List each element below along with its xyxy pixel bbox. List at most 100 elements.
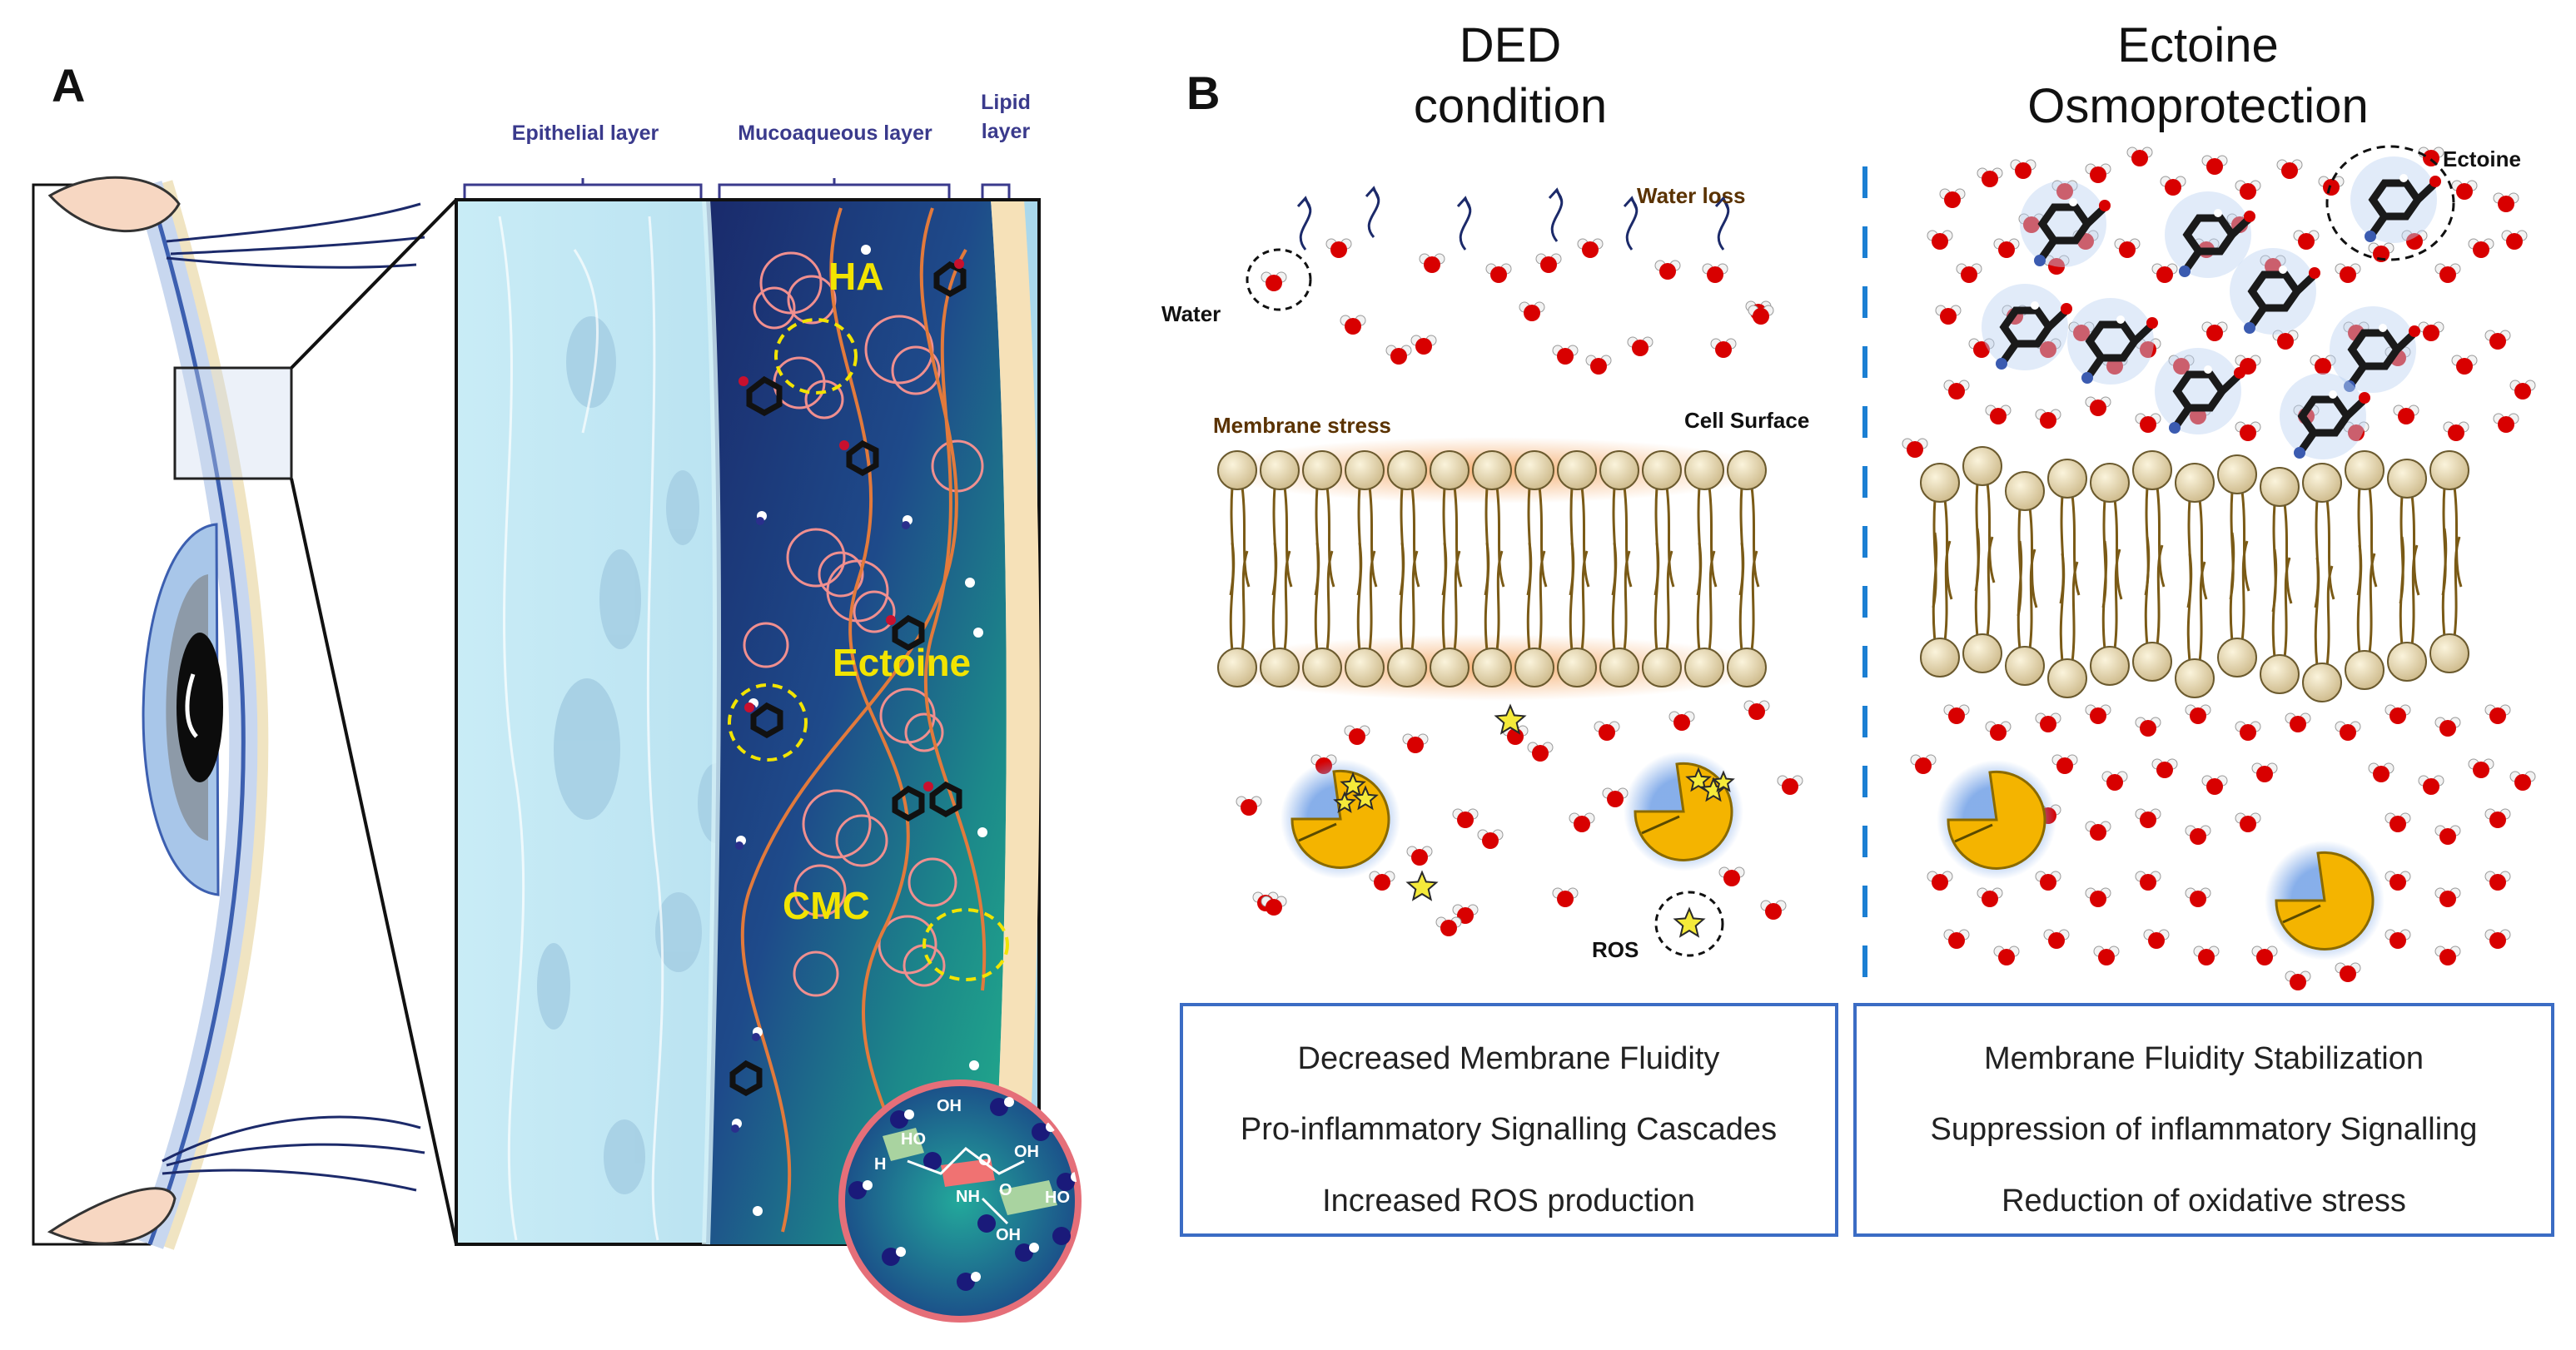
water-molecule [1452, 904, 1479, 924]
ros-star [1673, 906, 1706, 938]
water-molecule [1369, 871, 1395, 891]
label-cmc: CMC [783, 884, 870, 927]
ded-membrane [1212, 437, 1772, 701]
water-molecule [2509, 771, 2536, 791]
water-molecule [2493, 413, 2519, 433]
svg-text:OH: OH [1014, 1143, 1039, 1161]
water-molecule [2385, 346, 2411, 366]
layer-brackets [463, 178, 1011, 198]
water-molecule [2434, 945, 2461, 965]
label-lipid-layer-line1: Lipid [981, 91, 1031, 114]
water-molecule [1743, 700, 1770, 720]
enzyme-left-2 [1624, 752, 1743, 871]
water-molecule [2093, 945, 2120, 965]
water-molecule [1410, 335, 1437, 355]
water-molecule [1236, 796, 1262, 816]
water-molecule [2235, 721, 2261, 741]
water-molecule [2160, 176, 2186, 196]
lipid-pair [2217, 454, 2257, 677]
water-molecule [2484, 871, 2511, 891]
water-molecule [2035, 871, 2061, 891]
lipid-pair [2175, 463, 2215, 698]
water-molecule [2035, 712, 2061, 732]
lipid-pair [2260, 467, 2300, 694]
ded-heading-line1: DED [1460, 18, 1561, 72]
ectoine-summary-line1: Membrane Fluidity Stabilization [1984, 1041, 2424, 1076]
lipid-pair [2047, 459, 2087, 698]
water-molecule [1340, 315, 1366, 335]
water-molecule [2310, 355, 2336, 375]
water-molecule [1993, 238, 2020, 258]
lipid-pair [2387, 459, 2427, 682]
ded-summary-line2: Pro-inflammatory Signalling Cascades [1241, 1112, 1777, 1147]
water-molecule [2501, 230, 2528, 250]
water-molecule [1435, 916, 1462, 936]
water-molecule [1535, 253, 1562, 273]
water-molecule [2043, 255, 2070, 275]
water-molecule [2010, 159, 2036, 179]
water-molecule [2235, 421, 2261, 441]
water-molecule [2135, 717, 2161, 737]
lipid-pair [1642, 450, 1682, 687]
enzyme-right-1 [1937, 760, 2056, 880]
water-molecule [2051, 754, 2078, 774]
ros-star [1494, 703, 1527, 735]
water-molecule [2235, 812, 2261, 832]
tear-film-section: HA Ectoine CMC [455, 198, 1082, 1323]
water-molecule [2272, 330, 2299, 350]
water-molecule [2185, 825, 2211, 845]
water-molecule [2085, 704, 2111, 724]
water-molecule [1985, 721, 2012, 741]
ectoine-heading-line1: Ectoine [2117, 18, 2278, 72]
label-water: Water [1161, 301, 1221, 326]
water-molecule [2343, 421, 2370, 441]
svg-text:O: O [978, 1151, 992, 1169]
water-molecule [2251, 762, 2278, 782]
water-molecule [2393, 405, 2419, 424]
water-molecule [1344, 725, 1370, 745]
water-molecule [2201, 155, 2228, 175]
svg-text:OH: OH [937, 1097, 962, 1115]
water-particles [732, 245, 987, 1216]
water-molecule [1956, 263, 1982, 283]
water-molecule [1552, 345, 1579, 365]
water-molecule [2068, 321, 2095, 341]
hyaluronic-acid-coils [743, 251, 984, 997]
water-molecule [2484, 330, 2511, 350]
water-molecule [2468, 758, 2494, 778]
molecular-zoom-circle: OH HO O OH NH O HO H OH [838, 1080, 1082, 1323]
water-molecule [2251, 945, 2278, 965]
ectoine-molecule [2350, 156, 2441, 243]
label-cell-surface: Cell Surface [1684, 408, 1809, 433]
water-molecule [1385, 345, 1412, 365]
water-molecule [2385, 929, 2411, 949]
panel-a: A [32, 59, 1082, 1323]
water-molecule [2401, 230, 2428, 250]
water-molecule [1402, 733, 1429, 753]
label-lipid-layer-line2: layer [982, 120, 1031, 143]
water-molecule [2451, 355, 2478, 375]
water-molecule [2443, 421, 2469, 441]
ectoine-molecules-osmoprotection [1982, 156, 2441, 459]
water-molecule [1668, 711, 1695, 731]
water-molecule [2484, 704, 2511, 724]
water-molecule [1654, 260, 1681, 280]
water-molecule [1710, 338, 1737, 358]
water-molecule [2451, 180, 2478, 200]
water-molecule [1927, 871, 1953, 891]
water-molecule [2434, 263, 2461, 283]
water-molecule [2101, 771, 2128, 791]
ectoine-heading-line2: Osmoprotection [2027, 79, 2368, 133]
ded-summary-box: Decreased Membrane Fluidity Pro-inflamma… [1180, 1003, 1838, 1237]
water-molecule [1485, 263, 1512, 283]
ros-star [1340, 772, 1366, 797]
water-molecule [1718, 866, 1745, 886]
label-ros: ROS [1592, 937, 1639, 962]
water-molecule [2085, 396, 2111, 416]
water-molecule [2260, 255, 2286, 275]
water-molecule [2484, 808, 2511, 828]
lipid-pair [1260, 450, 1300, 687]
water-molecule [2201, 321, 2228, 341]
water-molecule [2201, 775, 2228, 795]
